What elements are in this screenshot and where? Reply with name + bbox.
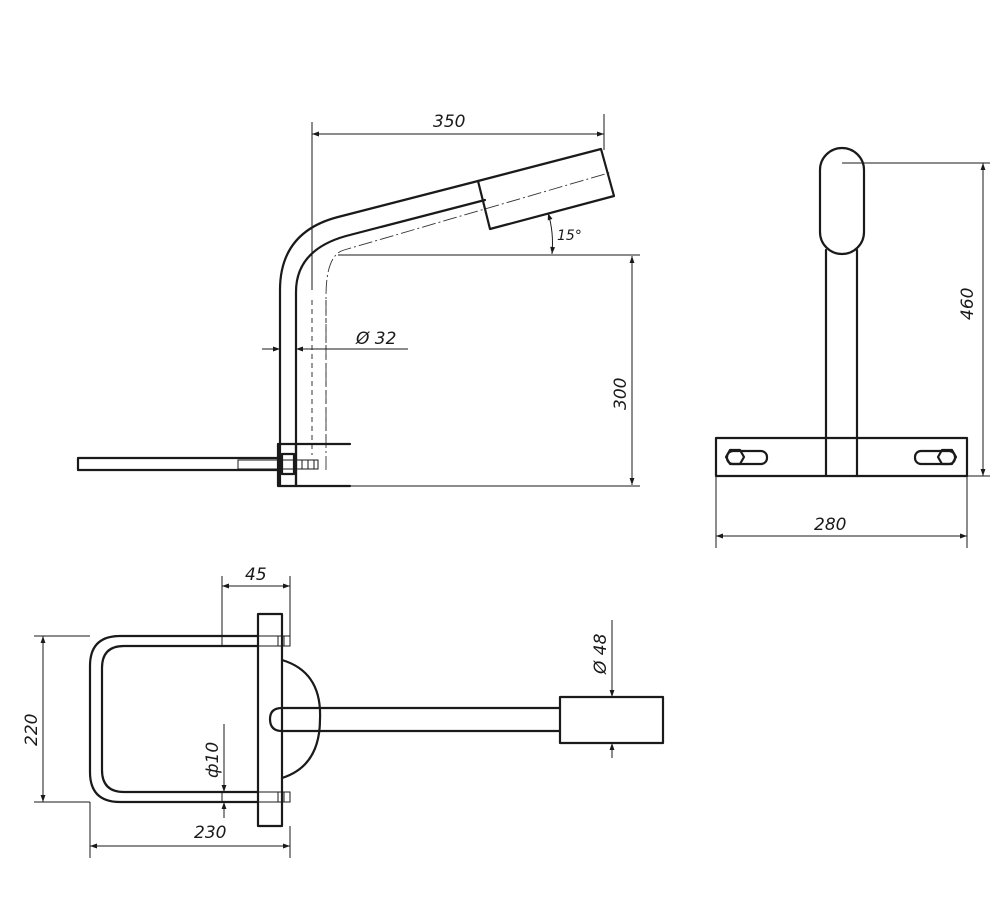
- thread-bottom: [221, 791, 291, 803]
- dimension-diameter-48: Ø 48: [591, 633, 611, 675]
- dimension-220: 220: [22, 714, 42, 746]
- u-bolt-outer: [88, 634, 260, 804]
- tube-centerline: [325, 171, 613, 470]
- clamp-plate: [256, 612, 284, 828]
- dimension-angle: 15°: [557, 228, 582, 244]
- arm-tube: [268, 706, 562, 733]
- dimension-300: 300: [611, 378, 631, 410]
- mounting-plate: [76, 456, 282, 472]
- top-view: 45 220 230 ф10 Ø 48: [22, 565, 665, 858]
- slot-right: [913, 449, 957, 466]
- mast-sleeve-front: [818, 146, 866, 256]
- dimension-45: 45: [245, 565, 267, 585]
- dimension-230: 230: [194, 823, 226, 843]
- nut-left: [724, 448, 746, 466]
- side-view: 350 15° 300 Ø 32: [76, 112, 640, 488]
- bent-tube-outer: [278, 179, 480, 488]
- base-plate: [714, 436, 969, 478]
- dimension-460: 460: [958, 288, 978, 320]
- bolt: [237, 459, 319, 470]
- slot-left: [725, 449, 769, 466]
- bent-tube-inner: [294, 198, 487, 488]
- flange: [280, 658, 322, 780]
- front-view: 460 280: [714, 146, 990, 548]
- dimension-280: 280: [814, 515, 846, 535]
- angle-arc: [547, 212, 556, 255]
- dimension-diameter-32: Ø 32: [355, 329, 396, 349]
- clamp-bracket: [276, 442, 298, 488]
- mast-sleeve: [476, 147, 616, 231]
- nut: [280, 452, 296, 476]
- u-bolt-inner: [100, 644, 260, 794]
- dimension-rod-diameter: ф10: [203, 742, 223, 778]
- nut-right: [936, 448, 958, 466]
- thread-top: [221, 635, 291, 647]
- mast-sleeve-top: [558, 695, 665, 745]
- dimension-350: 350: [433, 112, 465, 132]
